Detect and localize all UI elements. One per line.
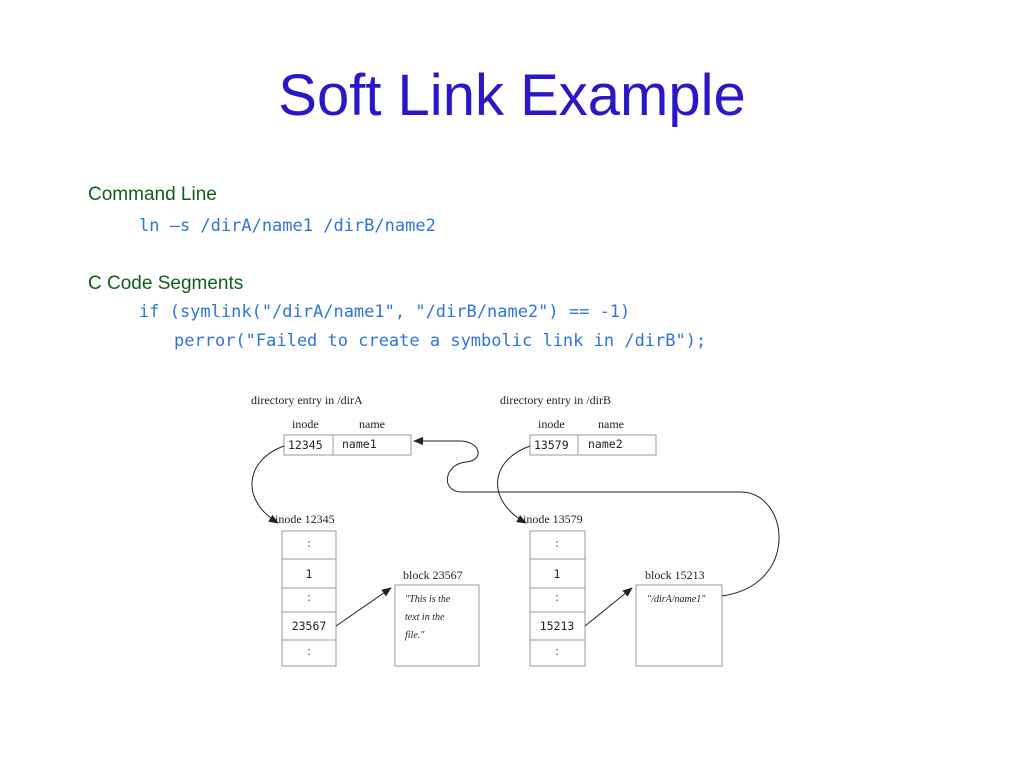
dirB-inode-col-header: inode xyxy=(538,417,565,431)
block-15213-text-1: "/dirA/name1" xyxy=(647,594,706,605)
c-code-heading: C Code Segments xyxy=(88,273,244,294)
dirA-path: /dirA xyxy=(337,393,363,407)
dirA-inode-col-header: inode xyxy=(292,417,319,431)
dirB-path: /dirB xyxy=(586,393,611,407)
dirB-name-col-header: name xyxy=(598,417,624,431)
arrow-dirB-to-inode-13579 xyxy=(497,445,531,524)
inode-13579-dots-1: : xyxy=(555,535,559,550)
dirA-entry-box xyxy=(283,434,412,456)
block-15213-label: block 15213 xyxy=(645,568,705,582)
dirA-entry-label: directory entry in /dirA xyxy=(251,393,363,407)
inode-12345-dots-2: : xyxy=(307,589,311,604)
dirB-entry-label: directory entry in /dirB xyxy=(500,393,611,407)
dirB-entry-box xyxy=(529,434,657,456)
slide-title: Soft Link Example xyxy=(278,63,746,128)
block-23567-text-3: file." xyxy=(405,630,425,641)
inode-13579-dots-3: : xyxy=(555,643,559,658)
dirA-name-col-header: name xyxy=(359,417,385,431)
arrow-inode-13579-to-block-15213 xyxy=(584,587,633,627)
inode-12345-link-count: 1 xyxy=(306,567,313,581)
inode-12345-box xyxy=(281,530,337,667)
inode-12345-dots-1: : xyxy=(307,535,311,550)
inode-12345-dots-3: : xyxy=(307,643,311,658)
inode-13579-box xyxy=(529,530,586,667)
inode-13579-link-count: 1 xyxy=(554,567,561,581)
inode-12345-label: inode 12345 xyxy=(275,512,335,526)
block-23567-text-2: text in the xyxy=(405,612,445,623)
command-line-heading: Command Line xyxy=(88,184,217,205)
command-line-code: ln –s /dirA/name1 /dirB/name2 xyxy=(139,216,436,236)
dirA-entry-name: name1 xyxy=(342,437,377,451)
dirA-entry-inode: 12345 xyxy=(288,438,323,452)
arrow-dirA-to-inode-12345 xyxy=(251,445,285,524)
dirB-entry-name: name2 xyxy=(588,437,623,451)
c-code-line-2: perror("Failed to create a symbolic link… xyxy=(174,331,707,351)
inode-13579-dots-2: : xyxy=(555,589,559,604)
block-23567-text-1: "This is the xyxy=(405,594,451,605)
c-code-line-1: if (symlink("/dirA/name1", "/dirB/name2"… xyxy=(139,302,631,322)
block-23567-label: block 23567 xyxy=(403,568,463,582)
arrow-inode-12345-to-block-23567 xyxy=(335,587,392,627)
arrow-symlink-to-dirA-entry xyxy=(413,437,780,597)
inode-13579-label: inode 13579 xyxy=(523,512,583,526)
dirB-entry-inode: 13579 xyxy=(534,438,569,452)
block-23567-box xyxy=(394,584,480,667)
block-15213-box xyxy=(635,584,723,667)
inode-12345-block-pointer: 23567 xyxy=(292,619,327,633)
inode-13579-block-pointer: 15213 xyxy=(540,619,575,633)
